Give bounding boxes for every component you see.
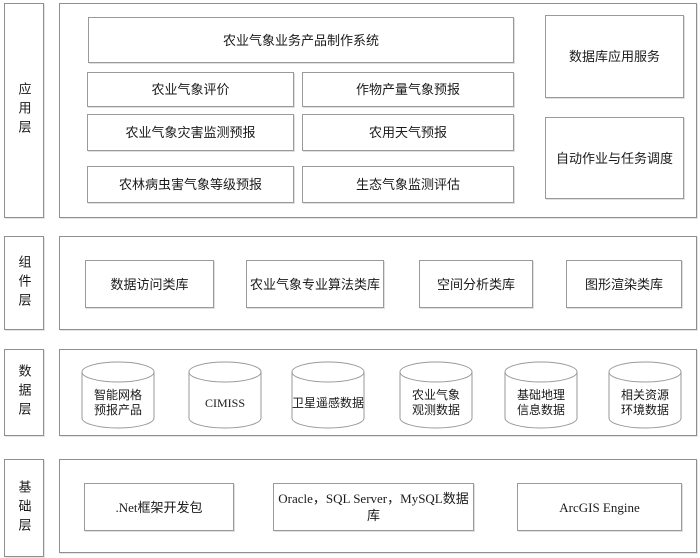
app-box-service: 自动作业与任务调度 — [545, 117, 684, 199]
database-cylinder: CIMISS — [188, 361, 262, 431]
database-cylinder: 智能网格 预报产品 — [81, 361, 155, 431]
database-cylinder: 相关资源 环境数据 — [608, 361, 682, 431]
cylinder-label: 农业气象 观测数据 — [411, 388, 460, 417]
cylinder-icon — [504, 361, 578, 429]
app-box-module: 生态气象监测评估 — [302, 166, 514, 203]
application-layer-label-text: 应用层 — [16, 82, 32, 139]
app-box-product-system: 农业气象业务产品制作系统 — [88, 17, 514, 63]
database-cylinder: 农业气象 观测数据 — [399, 361, 473, 431]
cylinder-icon — [608, 361, 682, 429]
database-cylinder: 基础地理 信息数据 — [504, 361, 578, 431]
base-layer-label-text: 基础层 — [16, 479, 32, 537]
cylinder-icon — [399, 361, 473, 429]
base-layer-label: 基础层 — [4, 459, 44, 557]
app-box-module: 农业气象灾害监测预报 — [87, 114, 294, 151]
cylinder-label: CIMISS — [204, 395, 245, 410]
cylinder-label: 相关资源 环境数据 — [620, 388, 669, 417]
data-layer-label-text: 数据层 — [16, 364, 32, 421]
component-layer-label-text: 组件层 — [16, 254, 32, 312]
app-box-module: 农业气象评价 — [87, 72, 294, 107]
application-layer-label: 应用层 — [4, 3, 44, 218]
data-layer-frame — [59, 349, 697, 436]
cylinder-label: 卫星遥感数据 — [291, 395, 364, 410]
app-box-service: 数据库应用服务 — [545, 15, 684, 98]
component-box-library: 农业气象专业算法类库 — [246, 260, 384, 308]
cylinder-label: 基础地理 信息数据 — [516, 388, 565, 417]
app-box-module: 农林病虫害气象等级预报 — [87, 166, 294, 203]
component-box-library: 空间分析类库 — [419, 260, 533, 308]
base-box-platform: .Net框架开发包 — [84, 483, 234, 531]
app-box-module: 农用天气预报 — [302, 114, 514, 151]
component-box-library: 数据访问类库 — [85, 260, 214, 308]
cylinder-label: 智能网格 预报产品 — [93, 388, 142, 417]
data-layer-label: 数据层 — [4, 349, 44, 436]
cylinder-icon — [291, 361, 365, 429]
base-box-platform: Oracle，SQL Server，MySQL数据库 — [273, 483, 474, 531]
component-box-library: 图形渲染类库 — [566, 260, 682, 308]
app-box-module: 作物产量气象预报 — [302, 72, 514, 107]
cylinder-icon — [81, 361, 155, 429]
database-cylinder: 卫星遥感数据 — [291, 361, 365, 431]
component-layer-label: 组件层 — [4, 236, 44, 330]
cylinder-icon — [188, 361, 262, 429]
base-box-platform: ArcGIS Engine — [517, 483, 682, 531]
